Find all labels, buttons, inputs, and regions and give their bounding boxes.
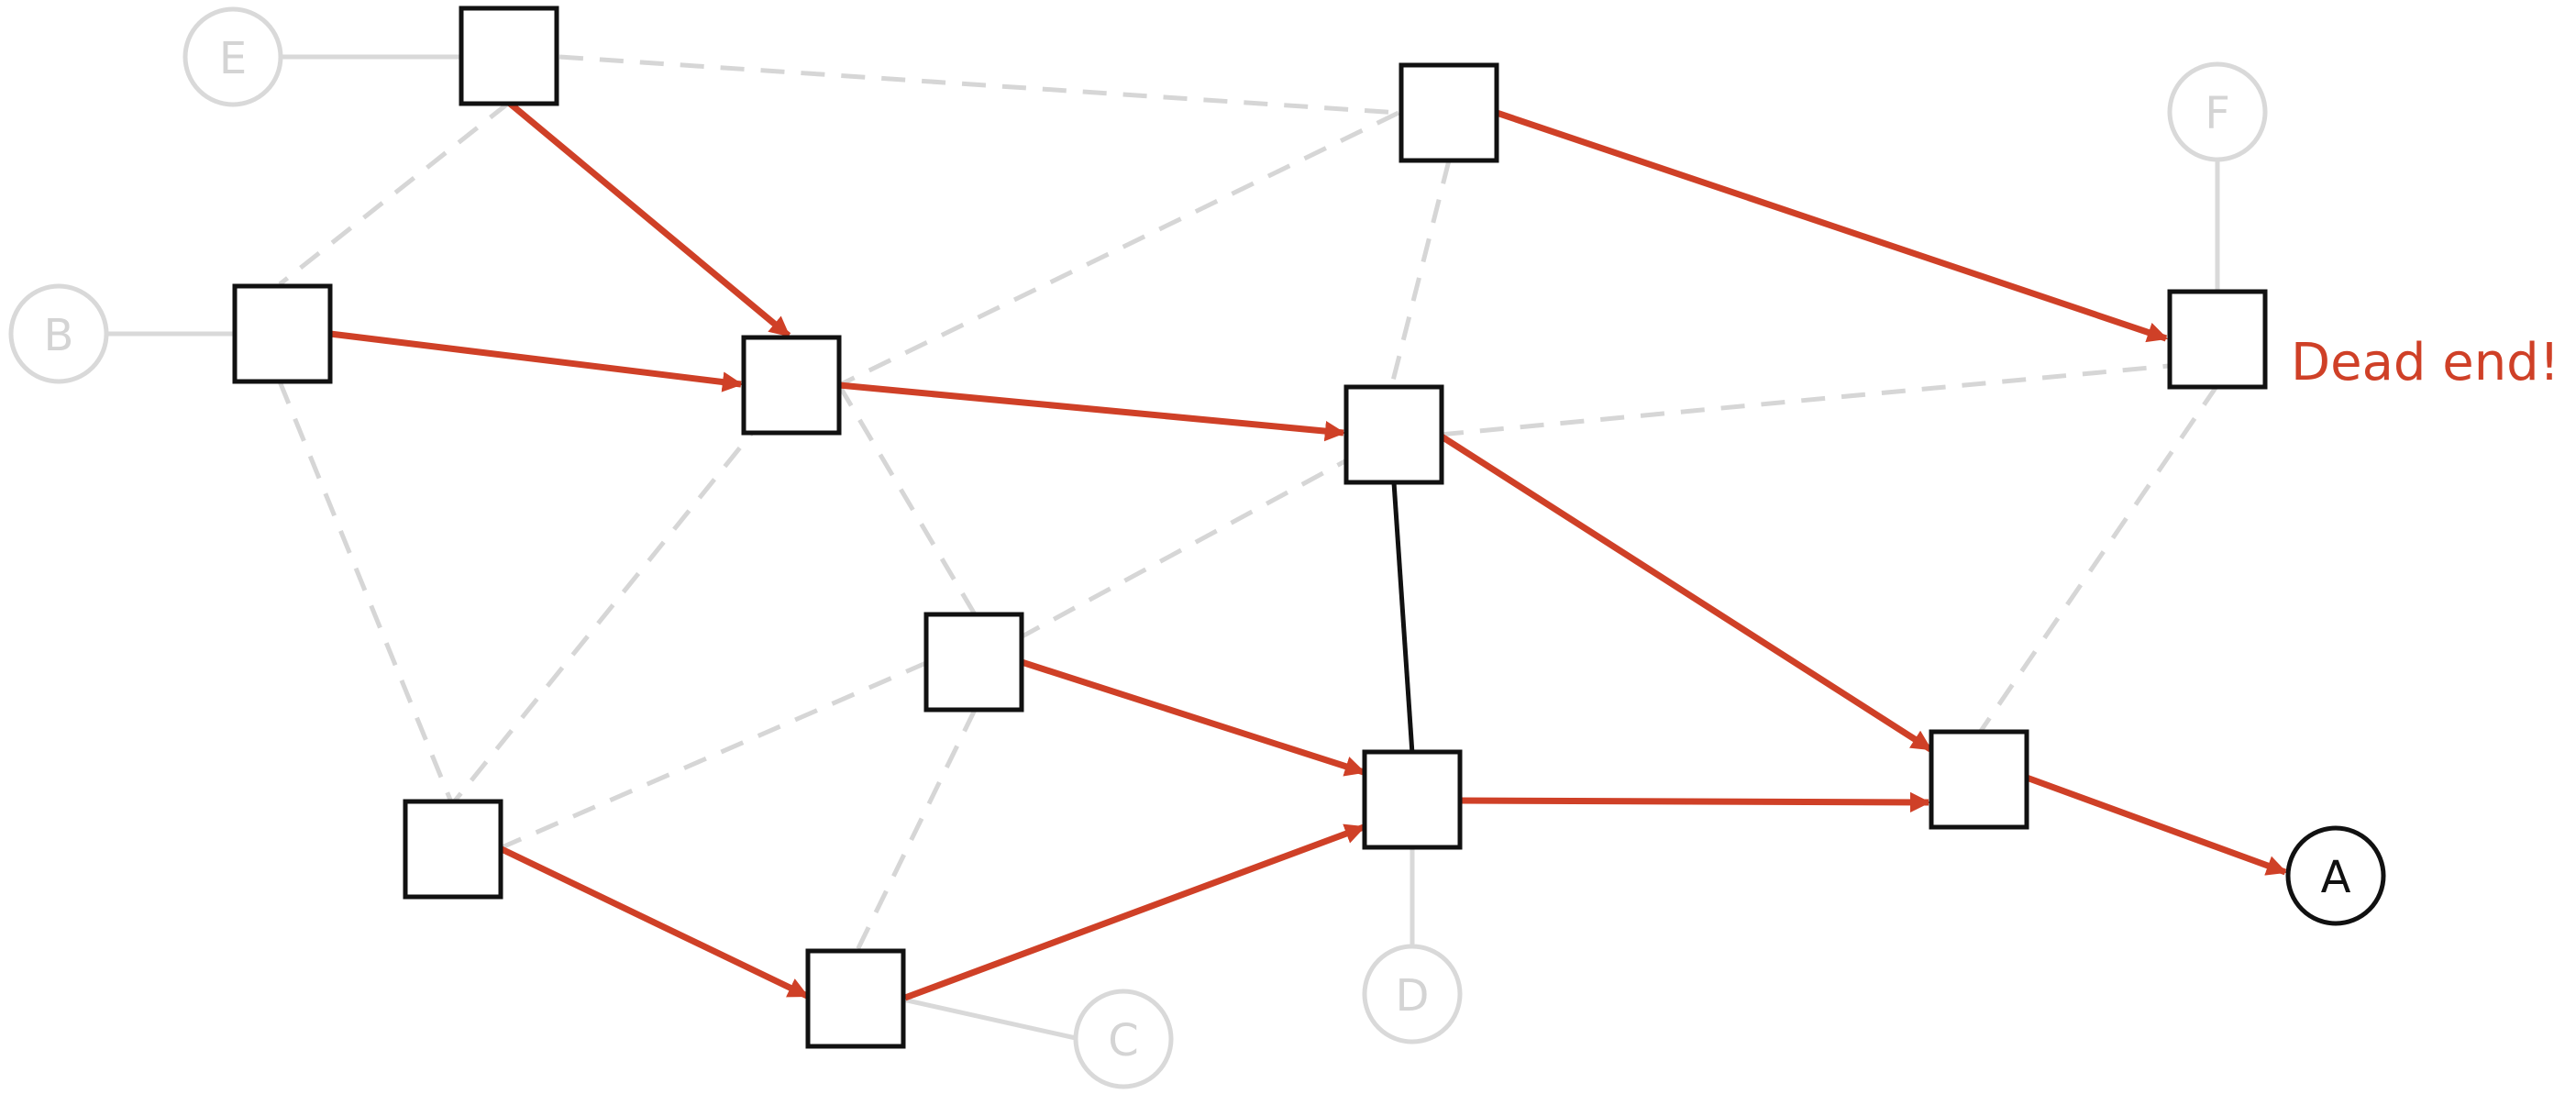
node-box (232, 283, 333, 384)
dashed-link (450, 383, 792, 806)
route-arrow (1495, 109, 2169, 343)
node-box (741, 335, 842, 436)
dashed-link (1976, 383, 2220, 735)
stub-link-c (902, 997, 1077, 1041)
endpoint-f-circle (2167, 61, 2268, 162)
dashed-link (499, 659, 929, 851)
endpoint-stubs (106, 54, 2220, 1041)
route-arrow (903, 823, 1366, 1001)
endpoint-b: B (8, 283, 109, 384)
endpoint-f: F (2167, 61, 2268, 162)
endpoint-a-label: A (2321, 852, 2351, 903)
endpoint-e-label: E (219, 33, 247, 84)
route-arrow (1459, 791, 1931, 813)
dashed-link (855, 708, 978, 952)
endpoint-d: D (1362, 944, 1463, 1044)
endpoint-f-label: F (2205, 88, 2230, 139)
route-arrow (838, 381, 1346, 442)
solid-link (1391, 481, 1415, 755)
route-arrow (1440, 434, 1932, 752)
node-box (805, 948, 906, 1049)
inactive-links (277, 54, 2220, 952)
dashed-link (837, 110, 1400, 388)
dashed-link (277, 381, 455, 805)
dashed-link (836, 383, 978, 616)
endpoint-a: A (2285, 825, 2386, 926)
node-box (1929, 729, 2029, 830)
route-arrow (500, 845, 810, 1000)
dashed-link (1388, 160, 1452, 389)
endpoint-c-label: C (1108, 1015, 1139, 1066)
endpoint-c: C (1073, 989, 1174, 1089)
node-box (1343, 384, 1444, 485)
endpoint-a-circle (2285, 825, 2386, 926)
node-box (403, 799, 503, 900)
node-box (459, 6, 559, 106)
node-box (1362, 749, 1463, 850)
dashed-link (278, 101, 511, 286)
route-arrow (2025, 774, 2288, 876)
endpoint-b-circle (8, 283, 109, 384)
route-arrow (1020, 658, 1366, 777)
node-box (1399, 62, 1499, 163)
dead-end-annotation: Dead end! (2291, 333, 2559, 392)
route-arrow (506, 100, 791, 338)
endpoint-c-circle (1073, 989, 1174, 1089)
nodes (232, 6, 2268, 1049)
endpoint-e: E (182, 6, 283, 107)
node-box (2167, 289, 2268, 390)
dashed-link (973, 432, 1396, 665)
endpoint-b-label: B (44, 310, 74, 361)
route-arrow (329, 330, 744, 392)
endpoint-e-circle (182, 6, 283, 107)
highlighted-routes (329, 100, 2288, 1001)
node-box (923, 612, 1024, 713)
endpoint-d-circle (1362, 944, 1463, 1044)
endpoint-d-label: D (1396, 970, 1430, 1022)
dashed-link (558, 54, 1399, 116)
dashed-link (1439, 359, 2218, 437)
